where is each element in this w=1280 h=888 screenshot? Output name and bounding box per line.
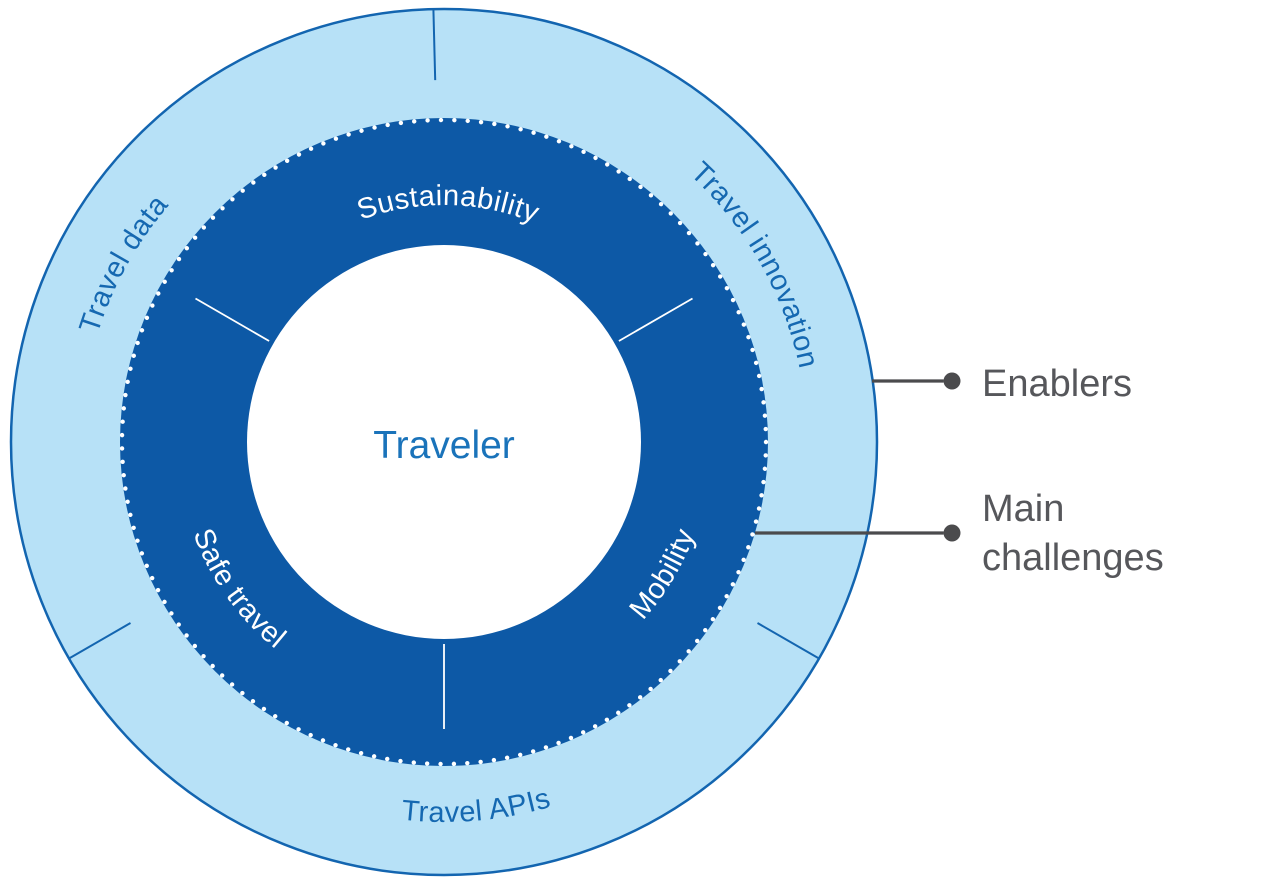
legend-main-challenges-dot — [943, 524, 961, 542]
outer-ring-divider-bottom-right — [757, 622, 820, 660]
outer-ring-divider-top — [432, 9, 437, 81]
inner-ring-dotted-border — [119, 117, 769, 767]
center-label: Traveler — [373, 424, 515, 467]
legend-main-challenges-label-line1: Main — [982, 488, 1064, 530]
inner-ring-divider-upper-left — [195, 297, 270, 342]
legend-enablers-label: Enablers — [982, 363, 1132, 405]
legend-enablers-dot — [943, 372, 961, 390]
center-circle — [247, 245, 641, 639]
legend-enablers: Enablers — [872, 363, 1132, 405]
legend-main-challenges-label-line2: challenges — [982, 537, 1164, 579]
legend-main-challenges: Main challenges — [755, 488, 1164, 579]
inner-ring-divider-upper-right — [618, 297, 693, 342]
outer-ring-divider-bottom-left — [68, 622, 131, 660]
